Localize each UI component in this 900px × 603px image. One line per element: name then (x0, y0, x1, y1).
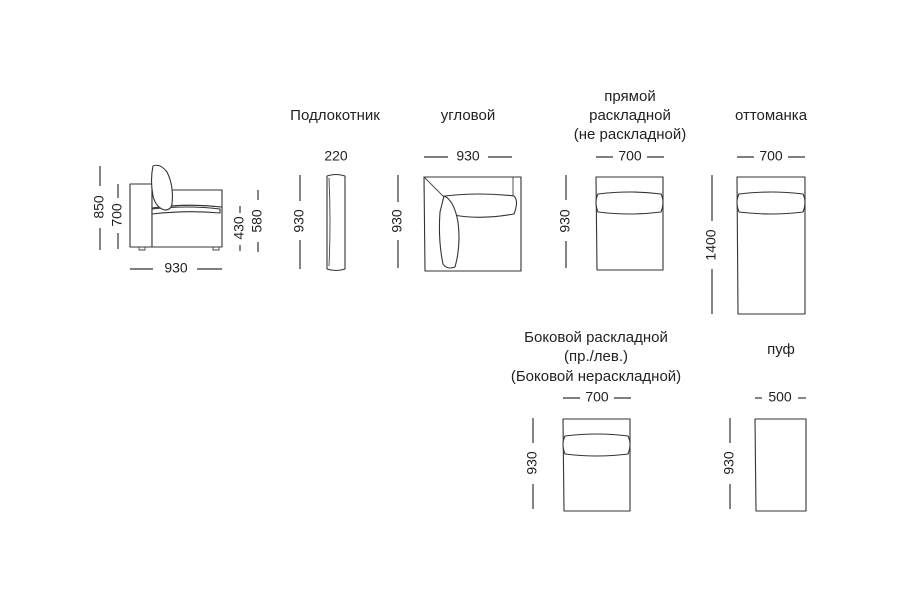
label-straight-line1: прямой (604, 88, 655, 105)
dim-pouf-width: 500 (768, 389, 792, 405)
label-armrest: Подлокотник (290, 107, 380, 124)
dim-armrest-depth: 930 (291, 209, 307, 233)
dim-side-module-width: 700 (585, 389, 609, 405)
corner-module (423, 176, 522, 272)
label-side-line2: (пр./лев.) (564, 348, 628, 365)
dim-side-height-back: 700 (109, 203, 125, 227)
dim-straight-width: 700 (618, 148, 642, 164)
dim-corner-width: 930 (456, 148, 480, 164)
label-pouf: пуф (767, 341, 795, 358)
dim-ottoman-width: 700 (759, 148, 783, 164)
dim-side-height-total: 850 (91, 195, 107, 219)
label-ottoman: оттоманка (735, 107, 808, 124)
side-folding-module (562, 418, 631, 512)
dim-side-module-depth: 930 (524, 451, 540, 475)
dim-side-arm-height: 580 (249, 209, 265, 233)
side-view-module (129, 164, 223, 251)
dim-ottoman-depth: 1400 (703, 229, 719, 260)
dim-straight-depth: 930 (557, 209, 573, 233)
label-straight-line3: (не раскладной) (574, 126, 687, 143)
dim-pouf-depth: 930 (721, 451, 737, 475)
label-straight-line2: раскладной (589, 107, 671, 124)
dim-armrest-width: 220 (324, 148, 348, 164)
dim-side-seat-height: 430 (231, 216, 247, 240)
armrest-module (326, 173, 346, 272)
label-side-line3: (Боковой нераскладной) (511, 368, 681, 385)
pouf-module (754, 418, 807, 512)
ottoman-module (736, 176, 806, 315)
dim-corner-depth: 930 (389, 209, 405, 233)
label-corner: угловой (441, 107, 495, 124)
side-view-dimensions: 850 700 430 580 930 (91, 166, 265, 276)
label-side-line1: Боковой раскладной (524, 329, 668, 346)
straight-module (595, 176, 664, 271)
dim-side-depth: 930 (164, 260, 188, 276)
